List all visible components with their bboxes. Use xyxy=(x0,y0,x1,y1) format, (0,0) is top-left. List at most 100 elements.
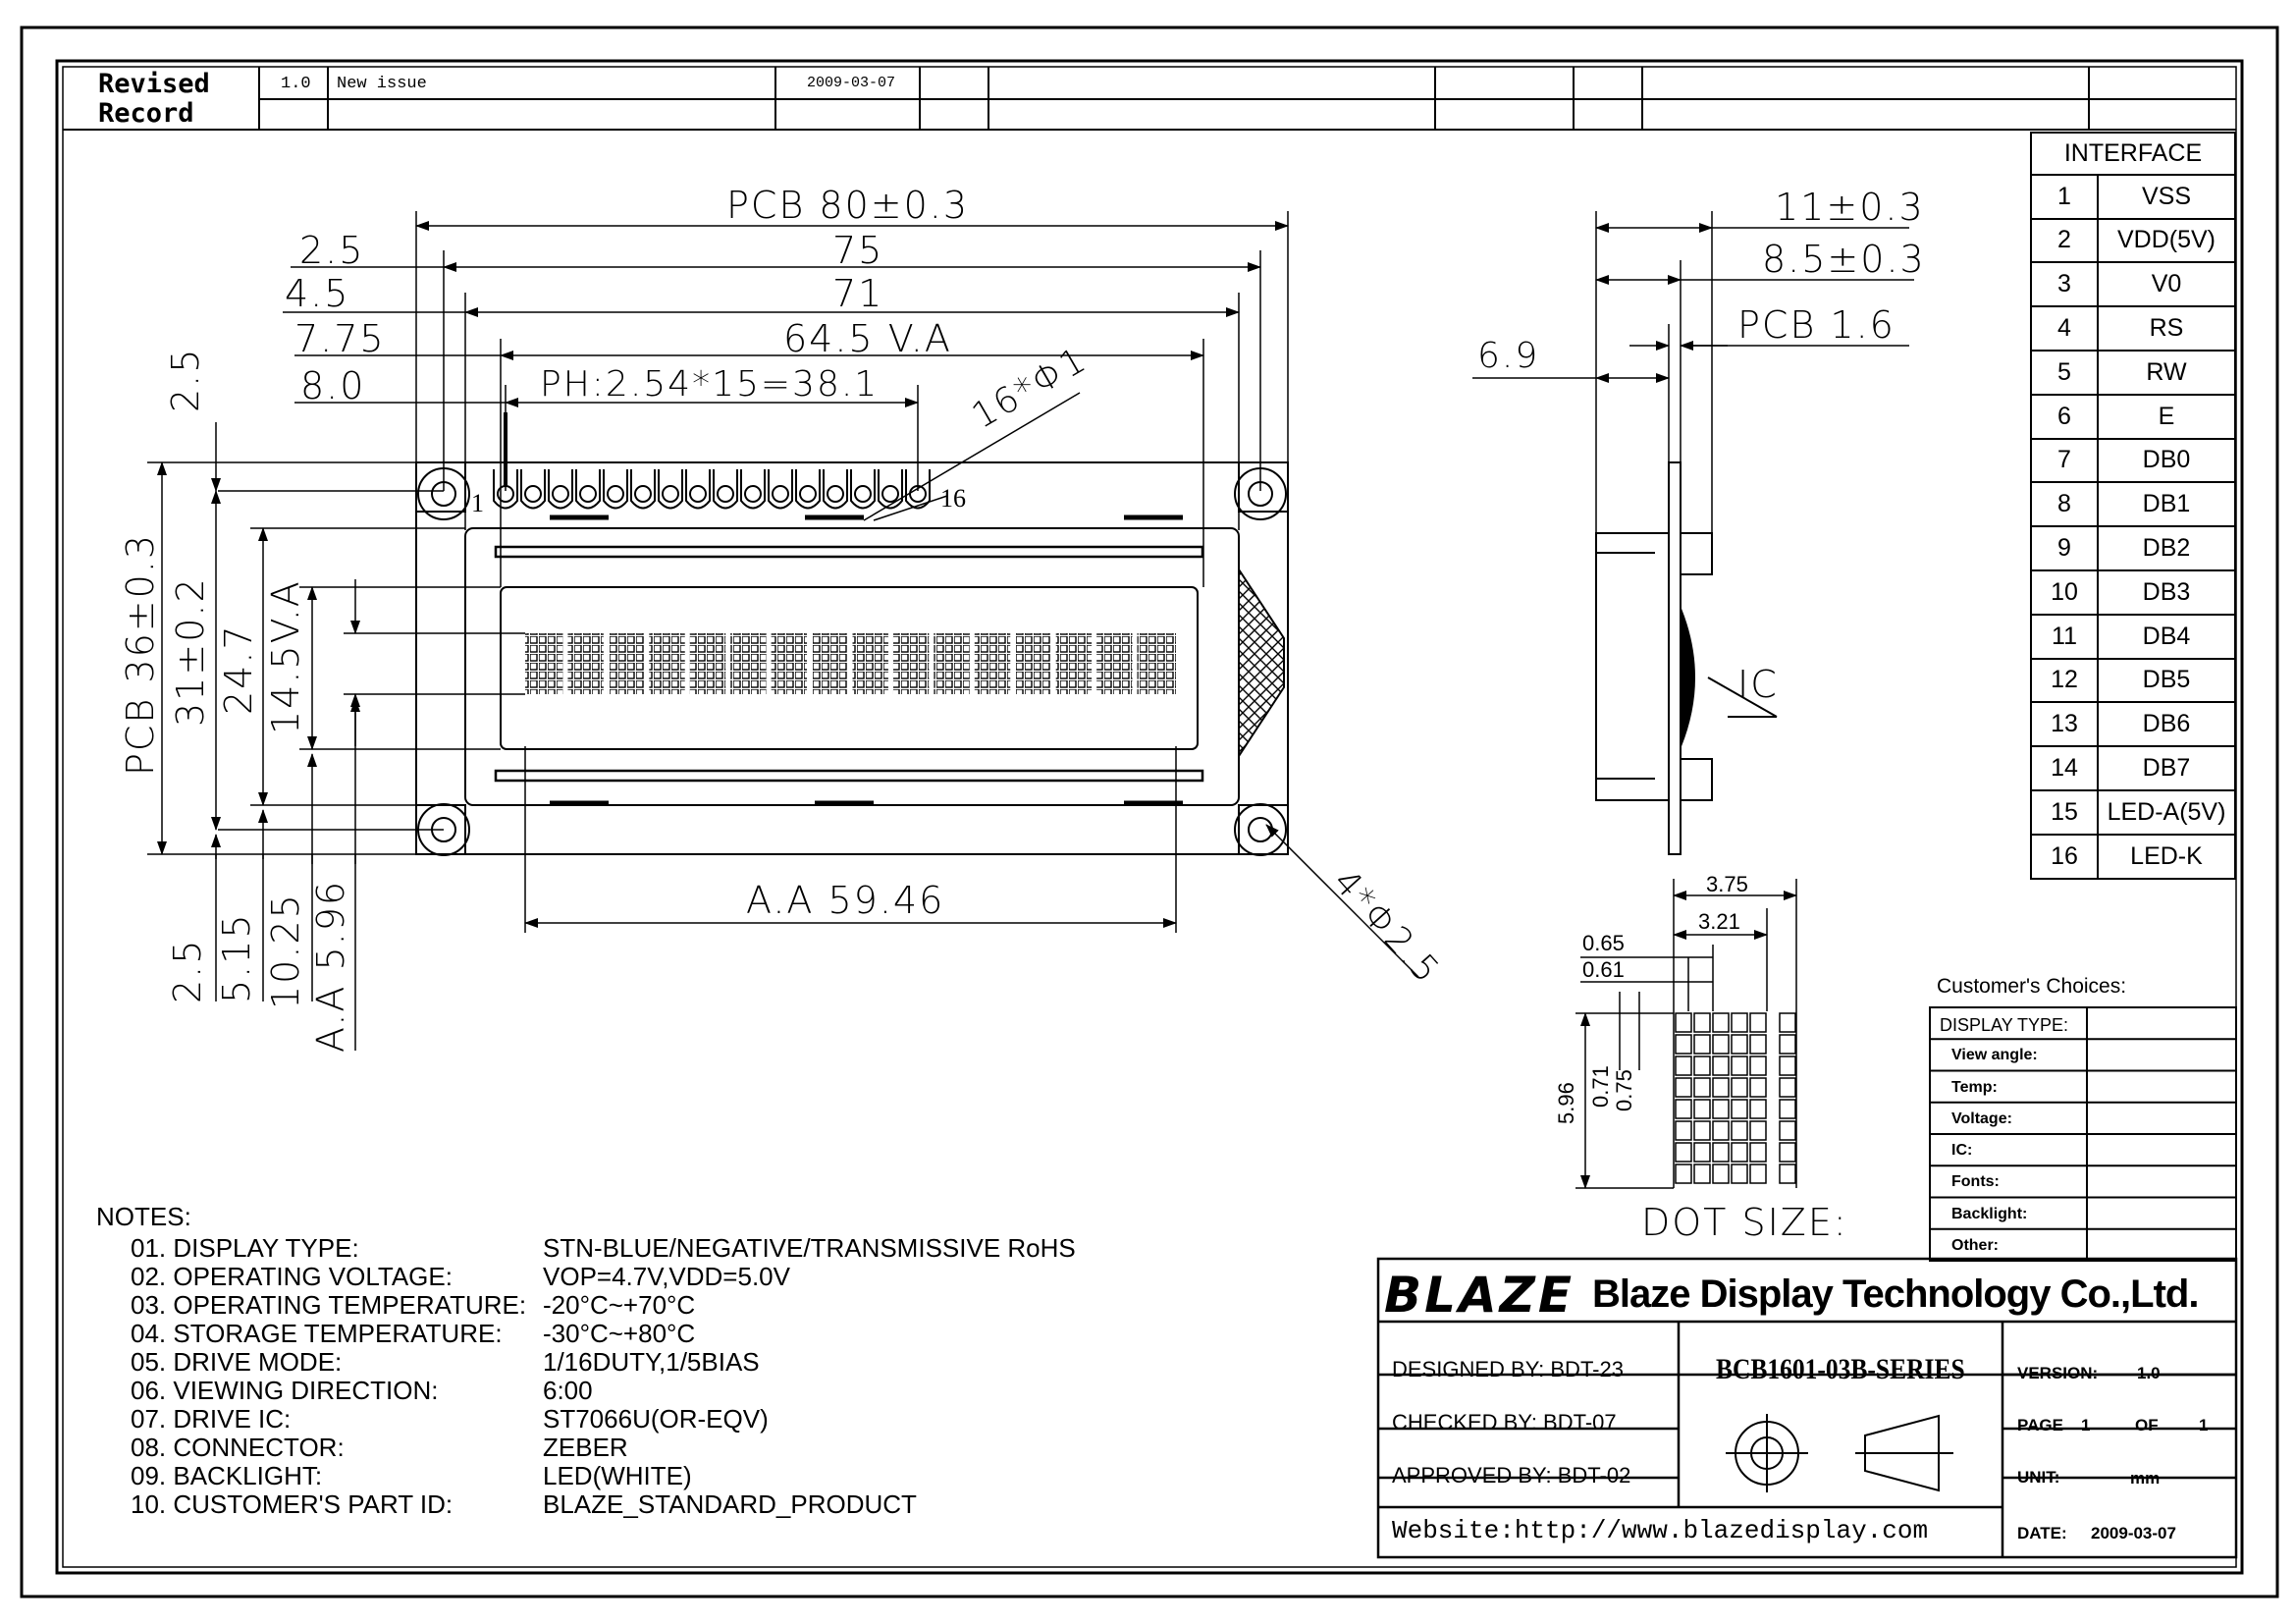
projection-symbol xyxy=(1726,1414,1953,1492)
checked-by: CHECKED BY: BDT-07 xyxy=(1392,1410,1617,1435)
interface-pin-name: V0 xyxy=(2097,263,2236,308)
designed-by: DESIGNED BY: BDT-23 xyxy=(1392,1357,1624,1381)
customer-table: DISPLAY TYPE:View angle:Temp:Voltage:IC:… xyxy=(1930,1007,2236,1261)
thick11-dim: 11±0.3 xyxy=(1775,186,1925,229)
interface-pin-no: 10 xyxy=(2030,571,2099,616)
interface-pin-name: DB5 xyxy=(2097,659,2236,704)
d45-dim: 4.5 xyxy=(285,272,350,315)
note-value: -20°C~+70°C xyxy=(543,1290,696,1320)
dot-d065: 0.65 xyxy=(1582,931,1625,955)
interface-pin-name: DB0 xyxy=(2097,439,2236,484)
revision-table-lines xyxy=(63,67,2236,131)
dot-h596: 5.96 xyxy=(1554,1082,1578,1124)
side-dims xyxy=(1472,211,1914,533)
dot-h071: 0.71 xyxy=(1588,1065,1613,1108)
note-label: 07. DRIVE IC: xyxy=(131,1404,292,1434)
interface-pin-name: LED-A(5V) xyxy=(2097,791,2236,836)
dot-w375: 3.75 xyxy=(1706,872,1748,896)
revision-date: 2009-03-07 xyxy=(807,75,896,91)
customer-row-label: Backlight: xyxy=(1951,1205,2028,1222)
note-label: 08. CONNECTOR: xyxy=(131,1433,345,1462)
revision-description: New issue xyxy=(337,75,427,93)
b1025-dim: 10.25 xyxy=(264,893,307,1009)
pin16-label: 16 xyxy=(940,484,966,513)
note-label: 10. CUSTOMER'S PART ID: xyxy=(131,1489,454,1519)
interface-pin-no: 3 xyxy=(2030,263,2099,308)
interface-pin-no: 12 xyxy=(2030,659,2099,704)
revised-label: Revised xyxy=(98,69,210,99)
dot-d061: 0.61 xyxy=(1582,957,1625,982)
dot-w321: 3.21 xyxy=(1698,909,1740,934)
note-value: -30°C~+80°C xyxy=(543,1319,696,1348)
interface-pin-name: DB1 xyxy=(2097,483,2236,528)
interface-pin-no: 16 xyxy=(2030,835,2099,880)
page-no: 1 xyxy=(2081,1416,2091,1435)
dot-h075: 0.75 xyxy=(1612,1069,1636,1111)
blaze-logo: BLAZE xyxy=(1384,1267,1575,1324)
d69-dim: 6.9 xyxy=(1477,336,1540,376)
note-label: 04. STORAGE TEMPERATURE: xyxy=(131,1319,503,1348)
note-value: ST7066U(OR-EQV) xyxy=(543,1404,769,1434)
note-label: 02. OPERATING VOLTAGE: xyxy=(131,1262,453,1291)
d80-dim: 8.0 xyxy=(300,364,366,407)
page-label: PAGE xyxy=(2017,1416,2063,1435)
outer-frame xyxy=(20,26,2279,1598)
pcb-thick-dim: PCB 1.6 xyxy=(1737,303,1896,347)
interface-pin-name: DB4 xyxy=(2097,615,2236,660)
interface-pin-name: LED-K xyxy=(2097,835,2236,880)
customer-row-label: Temp: xyxy=(1951,1078,1998,1096)
interface-pin-name: DB6 xyxy=(2097,703,2236,748)
part-number: BCB1601-03B-SERIES xyxy=(1716,1353,1965,1385)
notes-list: 01. DISPLAY TYPE: STN-BLUE/NEGATIVE/TRANS… xyxy=(131,1235,1112,1530)
interface-title: INTERFACE xyxy=(2030,132,2236,176)
interface-pin-name: E xyxy=(2097,395,2236,440)
interface-pin-no: 11 xyxy=(2030,615,2099,660)
customer-row-label: DISPLAY TYPE: xyxy=(1940,1015,2069,1035)
customer-row-label: IC: xyxy=(1951,1142,1973,1159)
d775-dim: 7.75 xyxy=(294,317,386,360)
top25-dim: 2.5 xyxy=(164,347,207,412)
interface-pin-no: 5 xyxy=(2030,352,2099,396)
pitch-dim: PH:2.54*15=38.1 xyxy=(540,364,880,405)
unit-label: UNIT: xyxy=(2017,1468,2060,1487)
unit-value: mm xyxy=(2130,1469,2161,1488)
note-value: ZEBER xyxy=(543,1433,628,1462)
side-view xyxy=(1595,461,1778,855)
company-name: Blaze Display Technology Co.,Ltd. xyxy=(1592,1272,2199,1316)
interface-pin-name: DB3 xyxy=(2097,571,2236,616)
aa-height-dim: A.A 5.96 xyxy=(309,879,352,1053)
va-width-dim: 64.5 V.A xyxy=(783,317,952,360)
pcb-width-dim: PCB 80±0.3 xyxy=(726,184,970,227)
note-label: 06. VIEWING DIRECTION: xyxy=(131,1376,439,1405)
aa-width-dim: A.A 59.46 xyxy=(746,879,945,922)
interface-pin-name: DB7 xyxy=(2097,747,2236,791)
customer-table-lines xyxy=(1929,1006,2237,1262)
d25-dim: 2.5 xyxy=(299,229,365,272)
h247-dim: 24.7 xyxy=(217,623,260,715)
interface-pin-no: 1 xyxy=(2030,175,2099,220)
interface-pin-no: 7 xyxy=(2030,439,2099,484)
note-value: VOP=4.7V,VDD=5.0V xyxy=(543,1262,790,1291)
revision-version: 1.0 xyxy=(281,75,311,93)
interface-pin-no: 4 xyxy=(2030,307,2099,352)
thick85-dim: 8.5±0.3 xyxy=(1762,238,1926,281)
note-value: STN-BLUE/NEGATIVE/TRANSMISSIVE RoHS xyxy=(543,1233,1076,1263)
inner-frame xyxy=(55,59,2244,1575)
title-block-lines xyxy=(1376,1257,2238,1559)
customer-row-label: Other: xyxy=(1951,1236,1999,1254)
dot-size-title: DOT SIZE: xyxy=(1641,1201,1848,1244)
va-height-dim: 14.5V.A xyxy=(264,579,307,734)
note-label: 05. DRIVE MODE: xyxy=(131,1347,343,1377)
note-label: 03. OPERATING TEMPERATURE: xyxy=(131,1290,527,1320)
w71-dim: 71 xyxy=(832,272,884,315)
note-label: 09. BACKLIGHT: xyxy=(131,1461,323,1490)
pcb-height-dim: PCB 36±0.3 xyxy=(119,532,162,776)
interface-pin-no: 9 xyxy=(2030,527,2099,571)
record-label: Record xyxy=(98,98,194,129)
customer-title: Customer's Choices: xyxy=(1937,975,2127,998)
note-label: 01. DISPLAY TYPE: xyxy=(131,1233,359,1263)
page-of: OF xyxy=(2135,1416,2159,1435)
note-value: LED(WHITE) xyxy=(543,1461,692,1490)
